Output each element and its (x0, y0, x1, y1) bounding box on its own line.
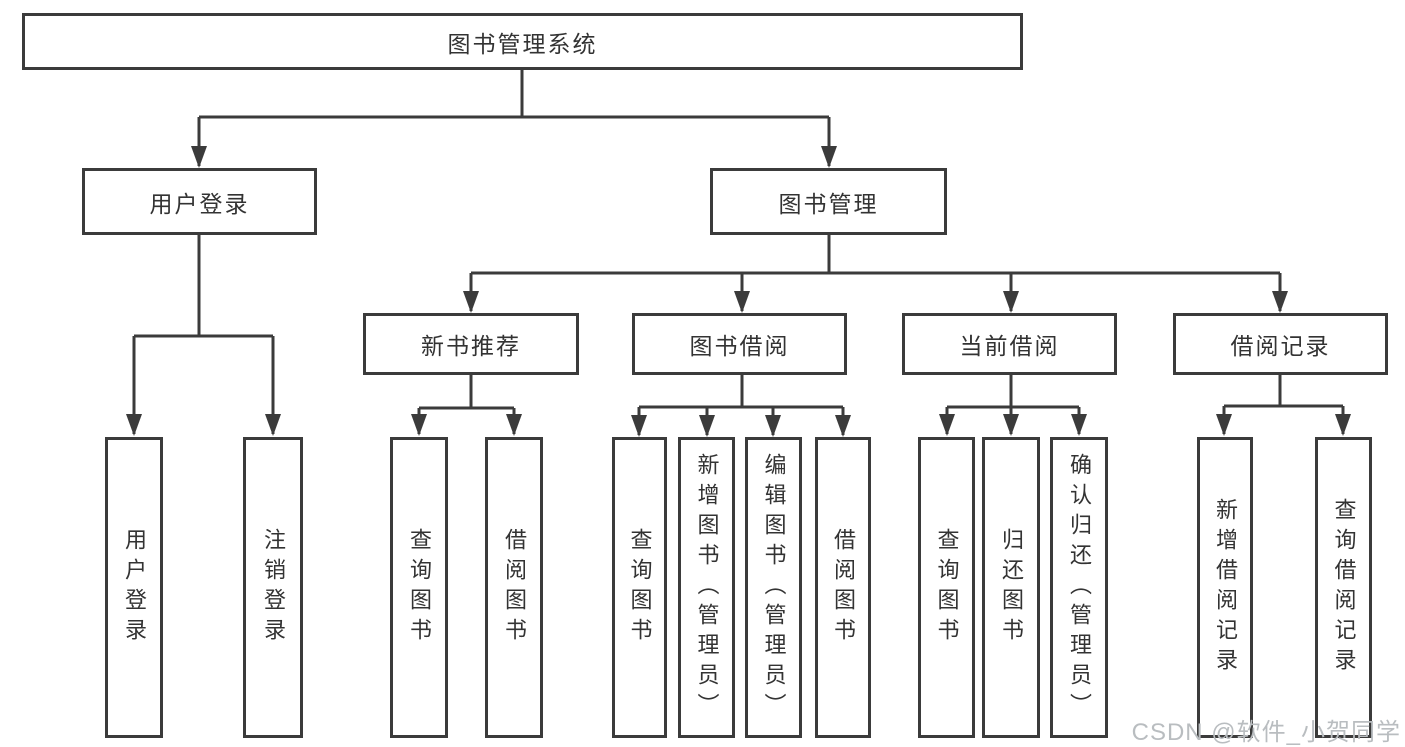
node-book-borrow: 图书借阅 (632, 313, 847, 375)
leaf-query-borrow-record-label: 查询借阅记录 (1331, 497, 1357, 678)
leaf-query-books-3: 查询图书 (918, 437, 975, 738)
node-user-login: 用户登录 (82, 168, 317, 235)
leaf-query-books-1: 查询图书 (390, 437, 448, 738)
leaf-edit-book-admin-label: 编辑图书（管理员） (761, 452, 787, 723)
node-user-login-label: 用户登录 (149, 190, 250, 217)
leaf-add-borrow-record: 新增借阅记录 (1197, 437, 1253, 738)
leaf-logout: 注销登录 (243, 437, 303, 738)
node-book-borrow-label: 图书借阅 (689, 333, 790, 359)
node-current-borrow-label: 当前借阅 (959, 333, 1060, 359)
node-root: 图书管理系统 (22, 13, 1023, 70)
node-new-book-recommend-label: 新书推荐 (421, 333, 521, 359)
node-borrow-records-label: 借阅记录 (1230, 333, 1331, 359)
leaf-edit-book-admin: 编辑图书（管理员） (745, 437, 802, 738)
leaf-borrow-books-1-label: 借阅图书 (502, 527, 527, 648)
leaf-query-books-3-label: 查询图书 (934, 527, 960, 648)
leaf-logout-label: 注销登录 (261, 527, 286, 648)
leaf-user-login-label: 用户登录 (122, 527, 147, 648)
node-new-book-recommend: 新书推荐 (363, 313, 579, 375)
leaf-query-borrow-record: 查询借阅记录 (1315, 437, 1372, 738)
node-book-management: 图书管理 (710, 168, 947, 235)
leaf-query-books-2: 查询图书 (612, 437, 667, 738)
leaf-confirm-return-admin: 确认归还（管理员） (1050, 437, 1108, 738)
watermark: CSDN @软件_小贺同学 (1131, 719, 1401, 746)
leaf-add-book-admin-label: 新增图书（管理员） (694, 452, 720, 723)
leaf-return-books-label: 归还图书 (999, 527, 1024, 648)
leaf-borrow-books-1: 借阅图书 (485, 437, 543, 738)
leaf-query-books-1-label: 查询图书 (407, 527, 432, 648)
connector-newbooks-trunk (419, 375, 514, 410)
node-book-management-label: 图书管理 (778, 190, 879, 217)
leaf-confirm-return-admin-label: 确认归还（管理员） (1067, 452, 1092, 723)
node-current-borrow: 当前借阅 (902, 313, 1117, 375)
connector-borrowrecords-trunk (1224, 375, 1343, 408)
connector-userlogin-trunk (134, 235, 273, 338)
leaf-user-login: 用户登录 (105, 437, 163, 738)
connector-root-trunk (199, 70, 829, 119)
leaf-query-books-2-label: 查询图书 (627, 527, 653, 648)
node-root-label: 图书管理系统 (447, 30, 598, 57)
leaf-borrow-books-2: 借阅图书 (815, 437, 871, 738)
leaf-add-borrow-record-label: 新增借阅记录 (1213, 497, 1238, 678)
node-borrow-records: 借阅记录 (1173, 313, 1388, 375)
connector-level2-trunk (471, 235, 1280, 275)
leaf-add-book-admin: 新增图书（管理员） (678, 437, 735, 738)
connector-currentborrow-trunk (947, 375, 1079, 409)
leaf-return-books: 归还图书 (982, 437, 1040, 738)
connector-bookborrow-trunk (639, 375, 843, 409)
leaf-borrow-books-2-label: 借阅图书 (831, 527, 856, 648)
